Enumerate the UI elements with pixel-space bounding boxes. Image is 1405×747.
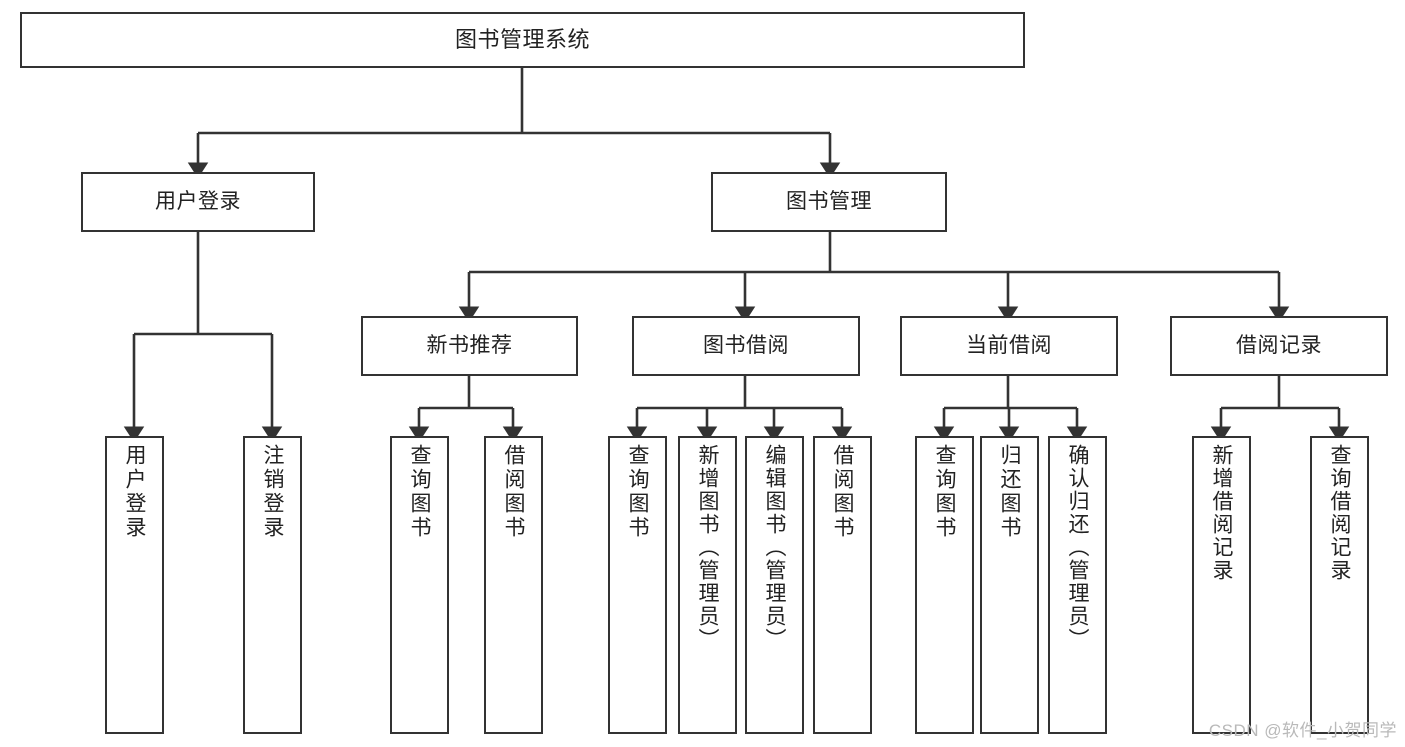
node-root-book-management-system[interactable]: 图书管理系统 bbox=[20, 12, 1025, 68]
node-book-management[interactable]: 图书管理 bbox=[711, 172, 947, 232]
node-label: 图书借阅 bbox=[703, 333, 789, 357]
node-label: 用户登录 bbox=[155, 189, 241, 213]
node-label: 编辑图书（管理员） bbox=[763, 444, 786, 651]
node-leaf-query-book-current[interactable]: 查询图书 bbox=[915, 436, 974, 734]
node-leaf-query-borrow-record[interactable]: 查询借阅记录 bbox=[1310, 436, 1369, 734]
node-leaf-return-book[interactable]: 归还图书 bbox=[980, 436, 1039, 734]
node-leaf-confirm-return-admin[interactable]: 确认归还（管理员） bbox=[1048, 436, 1107, 734]
node-label: 查询图书 bbox=[933, 444, 956, 540]
node-new-book-recommendation[interactable]: 新书推荐 bbox=[361, 316, 578, 376]
node-label: 查询图书 bbox=[626, 444, 649, 540]
node-label: 注销登录 bbox=[261, 444, 284, 540]
node-leaf-borrow-book-borrow[interactable]: 借阅图书 bbox=[813, 436, 872, 734]
node-leaf-add-book-admin[interactable]: 新增图书（管理员） bbox=[678, 436, 737, 734]
node-label: 新书推荐 bbox=[426, 333, 513, 357]
node-current-borrowing[interactable]: 当前借阅 bbox=[900, 316, 1118, 376]
node-label: 借阅图书 bbox=[831, 444, 854, 540]
node-borrowing-record[interactable]: 借阅记录 bbox=[1170, 316, 1388, 376]
node-user-login[interactable]: 用户登录 bbox=[81, 172, 315, 232]
node-label: 归还图书 bbox=[998, 444, 1021, 540]
node-label: 新增借阅记录 bbox=[1210, 444, 1233, 582]
node-leaf-user-login[interactable]: 用户登录 bbox=[105, 436, 164, 734]
node-leaf-borrow-book-new[interactable]: 借阅图书 bbox=[484, 436, 543, 734]
node-label: 用户登录 bbox=[123, 444, 146, 540]
node-leaf-add-borrow-record[interactable]: 新增借阅记录 bbox=[1192, 436, 1251, 734]
node-label: 图书管理 bbox=[786, 189, 872, 213]
node-leaf-query-book-new[interactable]: 查询图书 bbox=[390, 436, 449, 734]
node-leaf-logout[interactable]: 注销登录 bbox=[243, 436, 302, 734]
node-label: 新增图书（管理员） bbox=[696, 444, 719, 651]
node-book-borrowing[interactable]: 图书借阅 bbox=[632, 316, 860, 376]
node-label: 当前借阅 bbox=[966, 333, 1052, 357]
node-label: 查询图书 bbox=[408, 444, 431, 540]
node-leaf-edit-book-admin[interactable]: 编辑图书（管理员） bbox=[745, 436, 804, 734]
csdn-watermark: CSDN @软件_小贺同学 bbox=[1208, 721, 1397, 740]
node-label: 借阅记录 bbox=[1236, 333, 1322, 357]
node-leaf-query-book-borrow[interactable]: 查询图书 bbox=[608, 436, 667, 734]
node-label: 图书管理系统 bbox=[454, 27, 590, 53]
node-label: 查询借阅记录 bbox=[1328, 444, 1351, 582]
node-label: 确认归还（管理员） bbox=[1066, 444, 1089, 651]
node-label: 借阅图书 bbox=[502, 444, 525, 540]
